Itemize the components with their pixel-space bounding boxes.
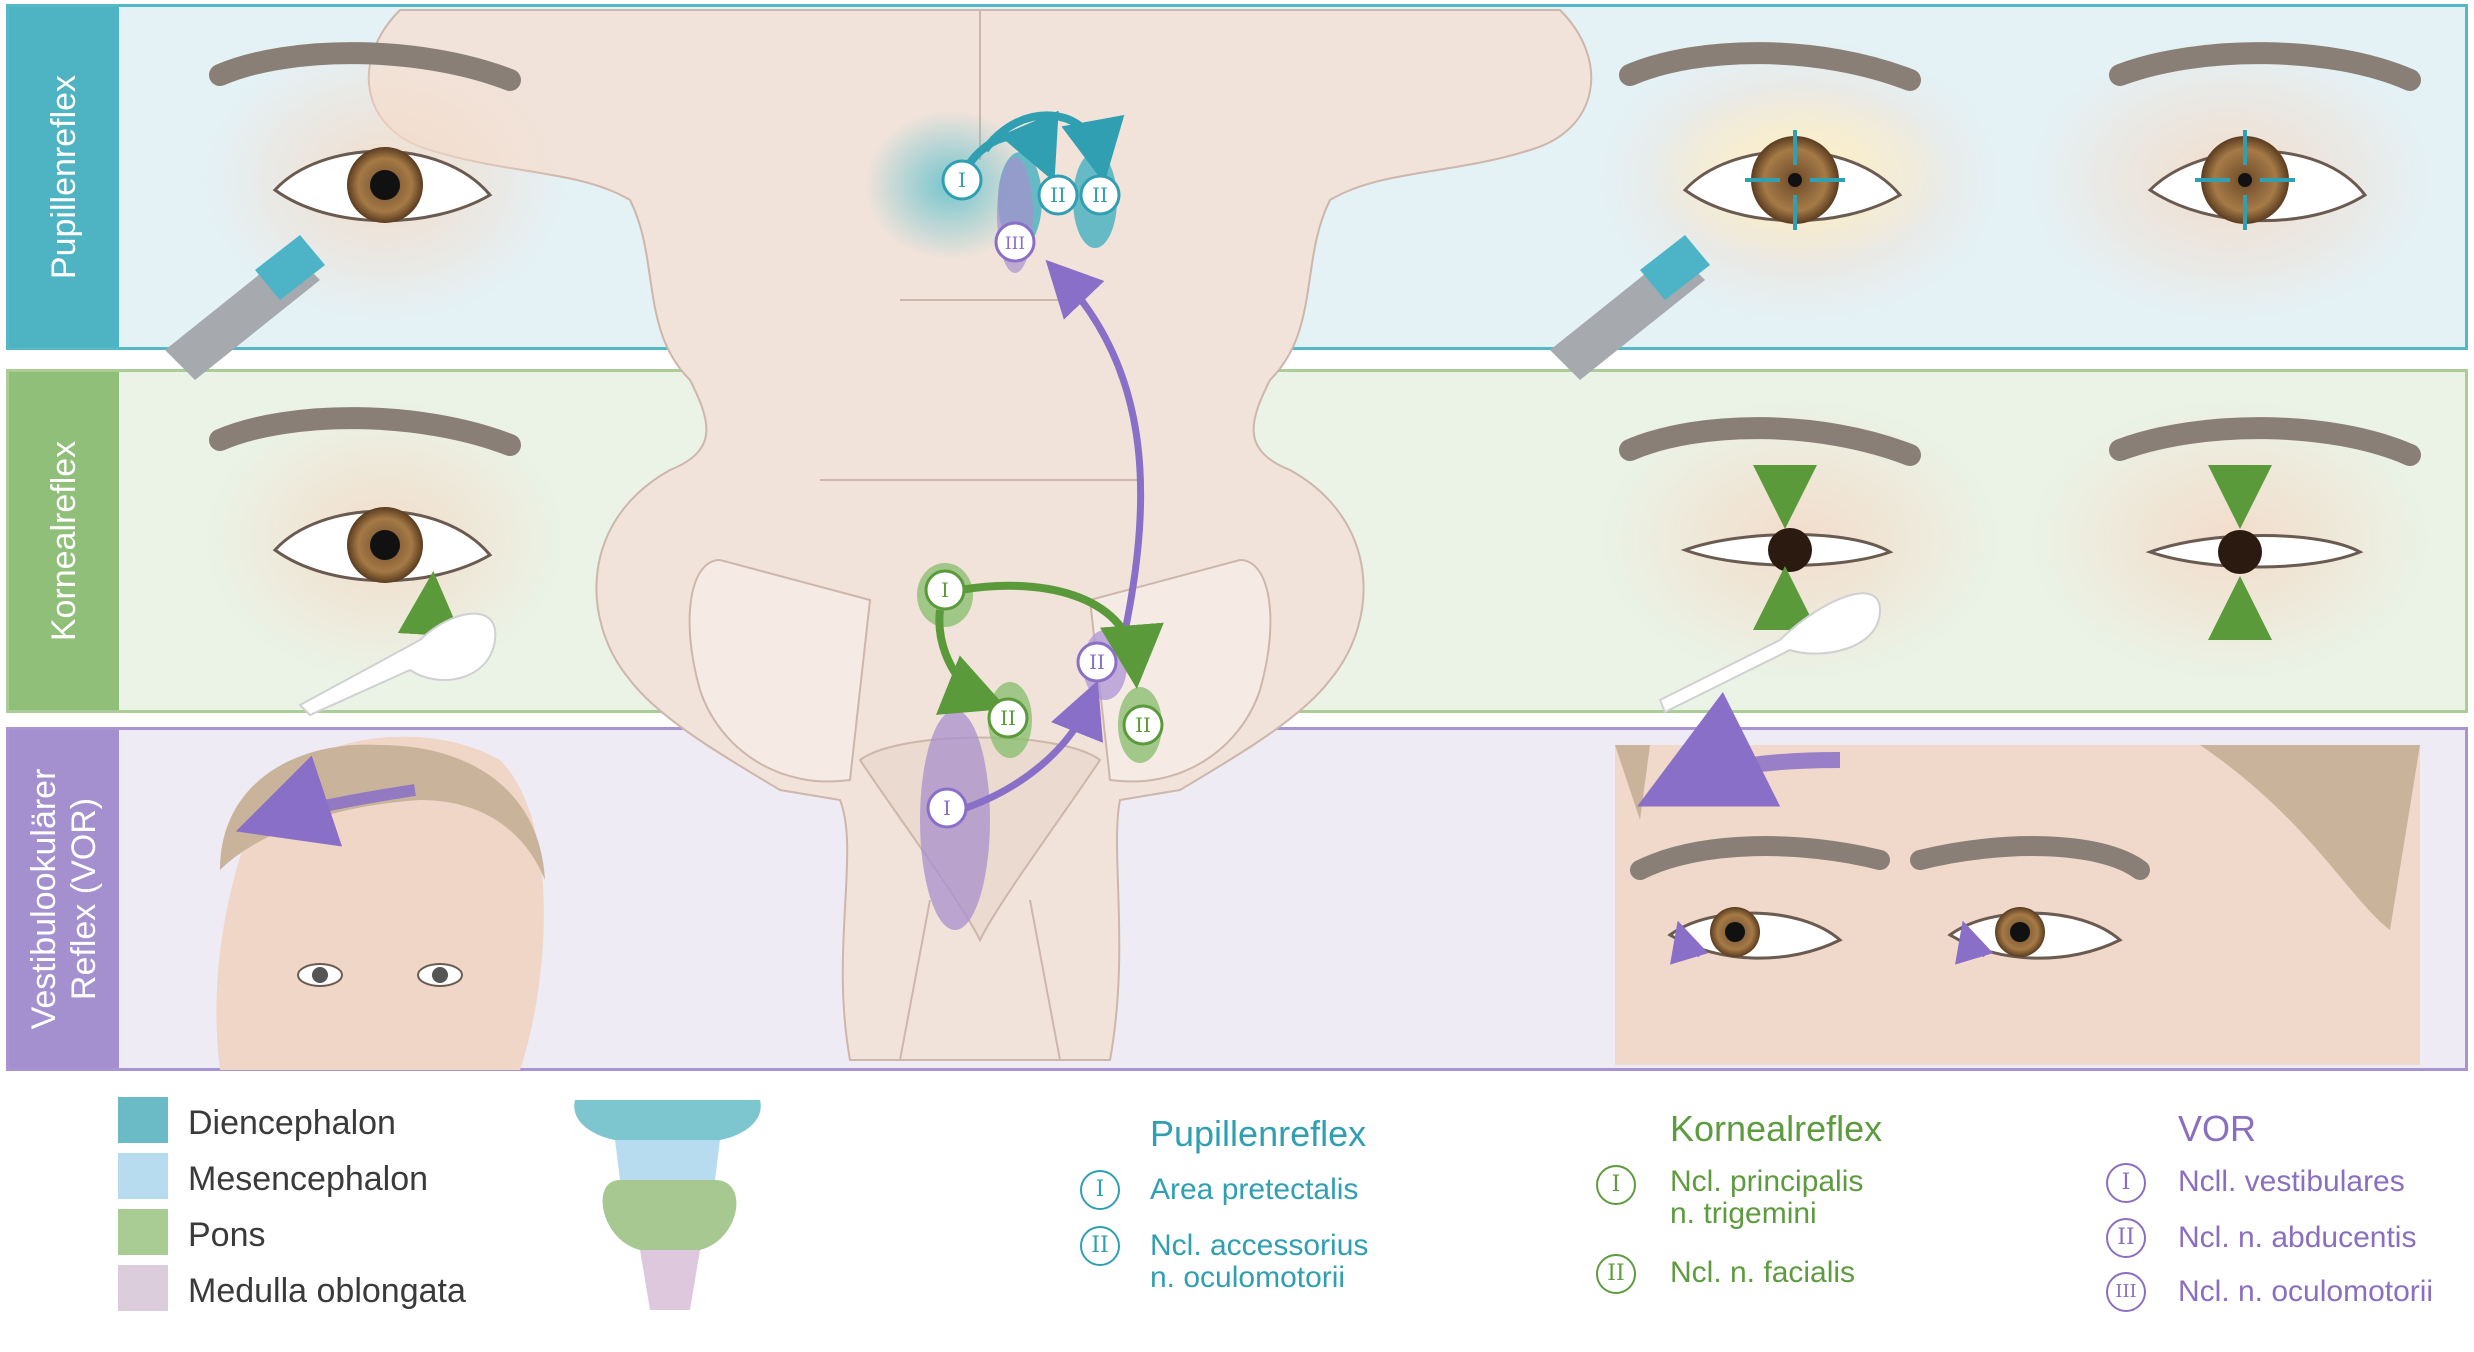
vor-pathway-arrow-low xyxy=(958,680,1103,814)
pupil-pathway-arrow-1 xyxy=(961,110,1059,183)
vor-marker-iii: III xyxy=(1005,234,1025,254)
legend-pupil-title: Pupillenreflex xyxy=(1150,1113,1367,1154)
legend-vor-title: VOR xyxy=(2178,1108,2257,1149)
pupil-marker-ii-left: II xyxy=(1050,183,1066,207)
vor-pathway-arrow-up xyxy=(1045,259,1145,656)
legend-pupil-num-2: II xyxy=(1080,1226,1120,1266)
legend-korneal-item-2: Ncl. n. facialis xyxy=(1670,1256,1856,1289)
cerebellum-left xyxy=(688,558,872,783)
legend-region-mesencephalon: Mesencephalon xyxy=(188,1160,429,1198)
penlight-left xyxy=(165,235,325,380)
legend-korneal-title: Kornealreflex xyxy=(1670,1108,1883,1149)
legend-pupil-num-1: I xyxy=(1080,1170,1120,1210)
legend-vor-num-1: I xyxy=(2106,1163,2146,1203)
korneal-marker-ii-right: II xyxy=(1135,713,1151,737)
swatch-mesencephalon xyxy=(118,1153,168,1199)
legend-pupil-item-2-line1: Ncl. accessorius xyxy=(1150,1229,1369,1262)
legend-vor-num-2: II xyxy=(2106,1218,2146,1258)
legend-region-diencephalon: Diencephalon xyxy=(188,1104,396,1142)
band-label-pupillenreflex: Pupillenreflex xyxy=(9,7,119,347)
legend-region-medulla: Medulla oblongata xyxy=(188,1272,466,1310)
legend-korneal-num-2: II xyxy=(1596,1254,1636,1294)
swatch-pons xyxy=(118,1209,168,1255)
legend-korneal-num-1: I xyxy=(1596,1165,1636,1205)
legend-vor-item-1: Ncll. vestibulares xyxy=(2178,1165,2405,1198)
legend-korneal-item-1-line1: Ncl. principalis xyxy=(1670,1165,1864,1198)
korneal-left-eye xyxy=(205,400,565,717)
vor-right-face xyxy=(1615,692,2420,1065)
legend-korneal-item-1-line2: n. trigemini xyxy=(1670,1197,1817,1230)
penlight-right xyxy=(1550,235,1710,380)
legend-vor-item-3: Ncl. n. oculomotorii xyxy=(2178,1275,2434,1308)
legend-region-pons: Pons xyxy=(188,1216,266,1254)
korneal-right-eyes xyxy=(1600,400,2430,714)
pupil-pathway-arrow-2 xyxy=(981,111,1125,184)
vor-left-head xyxy=(216,736,545,1070)
legend-pupil-item-1: Area pretectalis xyxy=(1150,1173,1359,1206)
legend-vor-num-3: III xyxy=(2106,1272,2146,1312)
band-label-vor: Vestibulookulärer Reflex (VOR) xyxy=(9,730,119,1068)
korneal-marker-i: I xyxy=(941,578,949,602)
vor-marker-i: I xyxy=(943,796,951,820)
diencephalon-shape xyxy=(367,9,1593,1061)
legend-vor-item-2: Ncl. n. abducentis xyxy=(2178,1221,2417,1254)
swatch-medulla xyxy=(118,1265,168,1311)
pupil-marker-ii-right: II xyxy=(1092,183,1108,207)
legend-brainstem-thumbnail xyxy=(574,1100,761,1310)
swatch-diencephalon xyxy=(118,1097,168,1143)
pupil-right-eyes xyxy=(1600,40,2430,320)
korneal-pathway-arrow-left xyxy=(935,609,1008,715)
vor-marker-ii: II xyxy=(1089,650,1105,674)
pupil-marker-i: I xyxy=(958,168,966,192)
legend-pupil-item-2-line2: n. oculomotorii xyxy=(1150,1261,1346,1294)
korneal-pathway-arrow-right xyxy=(959,581,1164,689)
korneal-marker-ii-left: II xyxy=(1000,706,1016,730)
band-label-kornealreflex: Kornealreflex xyxy=(9,372,119,710)
